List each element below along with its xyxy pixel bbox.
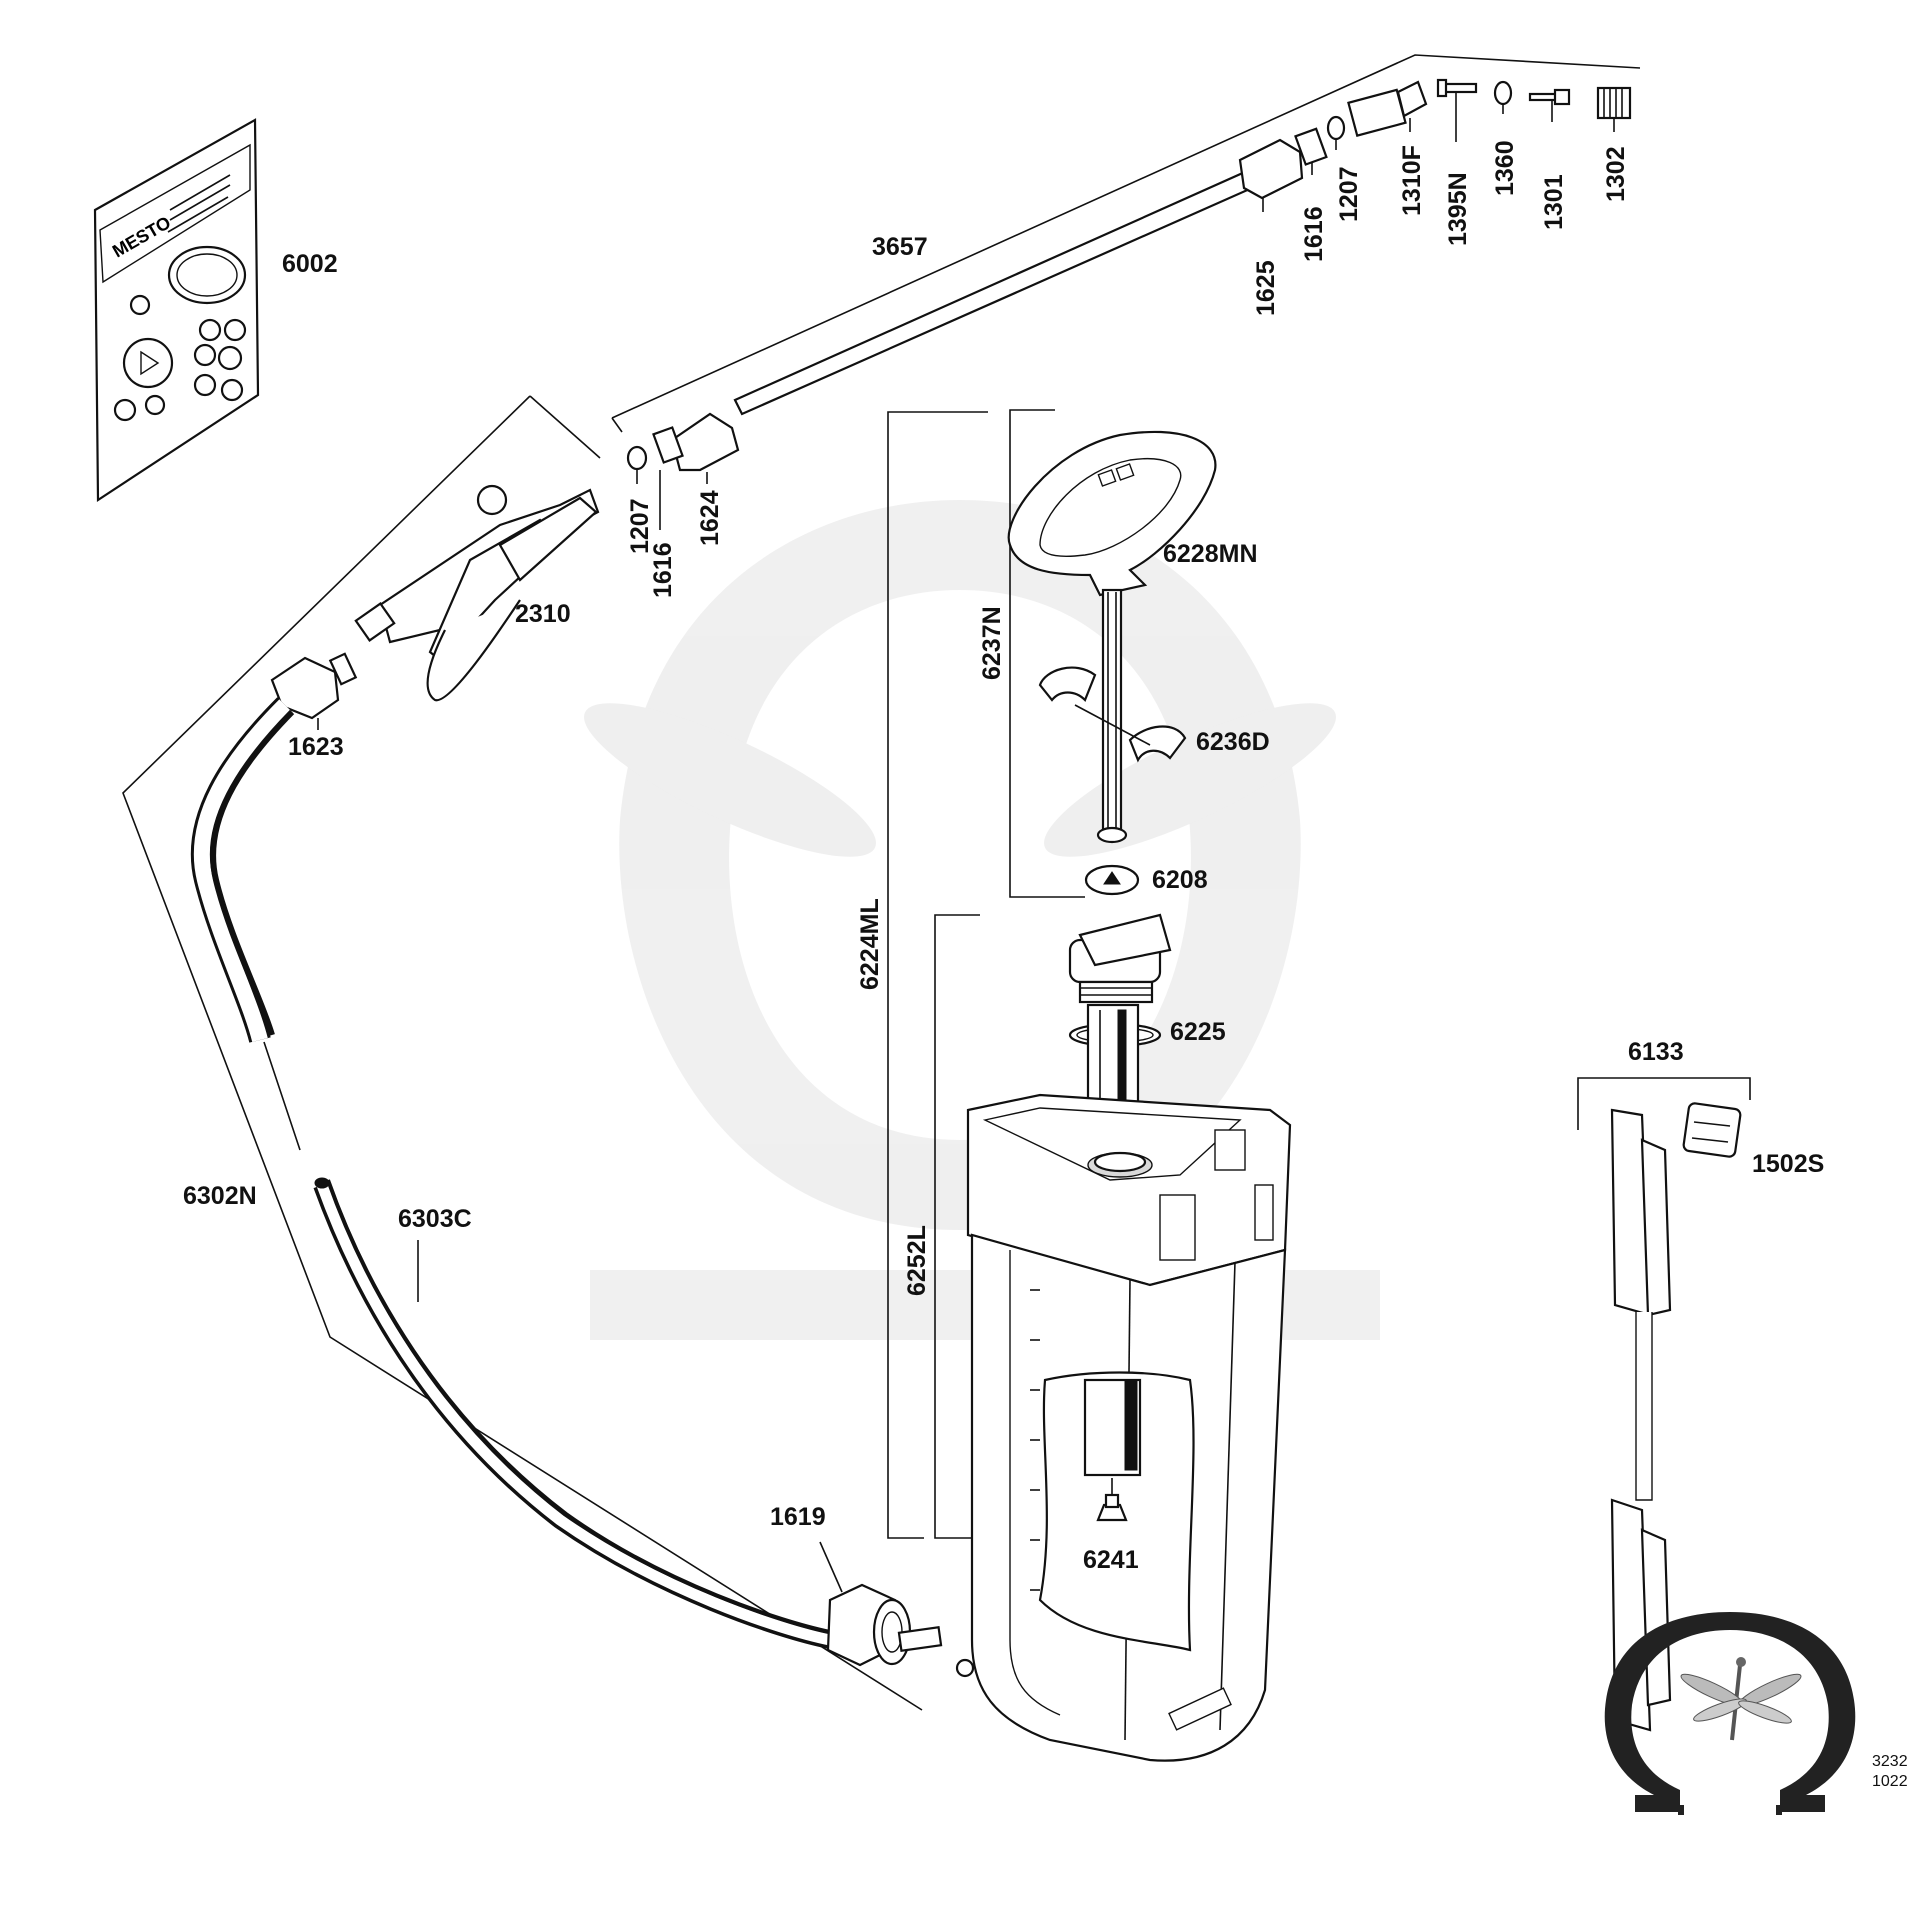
strap-buckle-1502S <box>1682 1102 1742 1158</box>
nozzle-needle-1301 <box>1528 88 1571 106</box>
nozzle-nut-1625 <box>1238 127 1328 200</box>
pump-rod <box>1096 588 1128 844</box>
label-6241: 6241 <box>1083 1546 1139 1574</box>
clip-6236D <box>1038 666 1187 763</box>
label-1302: 1302 <box>1602 146 1630 202</box>
hose-nut-1623 <box>270 652 358 720</box>
label-6302N: 6302N <box>183 1182 257 1210</box>
label-2310: 2310 <box>515 600 571 628</box>
label-6224ML: 6224ML <box>856 898 884 990</box>
label-1301: 1301 <box>1540 174 1568 230</box>
drawing-code-1: 3232 <box>1872 1753 1908 1770</box>
label-1207-top: 1207 <box>1335 166 1363 222</box>
label-6236D: 6236D <box>1196 728 1270 756</box>
valve-6241 <box>1096 1493 1128 1522</box>
pump-handle <box>1007 430 1217 597</box>
omega-logo-icon <box>1604 1612 1856 1815</box>
nozzle-body-1310F <box>1347 80 1428 137</box>
label-1616-mid: 1616 <box>649 542 677 598</box>
label-1623: 1623 <box>288 733 344 761</box>
dragonfly-icon <box>1680 1657 1802 1741</box>
label-1616-top: 1616 <box>1300 206 1328 262</box>
label-1502S: 1502S <box>1752 1150 1824 1178</box>
label-6303C: 6303C <box>398 1205 472 1233</box>
spray-lance-tube <box>733 170 1254 416</box>
label-6208: 6208 <box>1152 866 1208 894</box>
label-6133: 6133 <box>1628 1038 1684 1066</box>
warning-triangle-icon <box>140 350 160 376</box>
nozzle-pin-1395N <box>1436 78 1478 98</box>
label-1395N: 1395N <box>1444 172 1472 246</box>
label-1360: 1360 <box>1491 140 1519 196</box>
hose-connector-1619 <box>826 1583 975 1678</box>
nozzle-cap-1302 <box>1596 86 1632 120</box>
seal-6208 <box>1084 864 1140 896</box>
repair-kit-card: MESTO <box>93 118 260 503</box>
label-1625: 1625 <box>1252 260 1280 316</box>
label-1207-mid: 1207 <box>626 498 654 554</box>
label-6002: 6002 <box>282 250 338 278</box>
pump-cylinder-head <box>1068 913 1172 1004</box>
hose-upper <box>190 697 295 1043</box>
hose-lower <box>313 1177 832 1649</box>
label-6228MN: 6228MN <box>1163 540 1258 568</box>
lance-nut-1624 <box>652 412 740 472</box>
label-6252L: 6252L <box>903 1225 931 1296</box>
trigger-gun <box>354 484 600 702</box>
drawing-code-2: 1022 <box>1872 1773 1908 1790</box>
label-1619: 1619 <box>770 1503 826 1531</box>
label-3657: 3657 <box>872 233 928 261</box>
label-6225: 6225 <box>1170 1018 1226 1046</box>
label-1310F: 1310F <box>1398 145 1426 216</box>
label-6237N: 6237N <box>978 606 1006 680</box>
sprayer-tank <box>966 1093 1292 1762</box>
label-1624: 1624 <box>696 490 724 546</box>
